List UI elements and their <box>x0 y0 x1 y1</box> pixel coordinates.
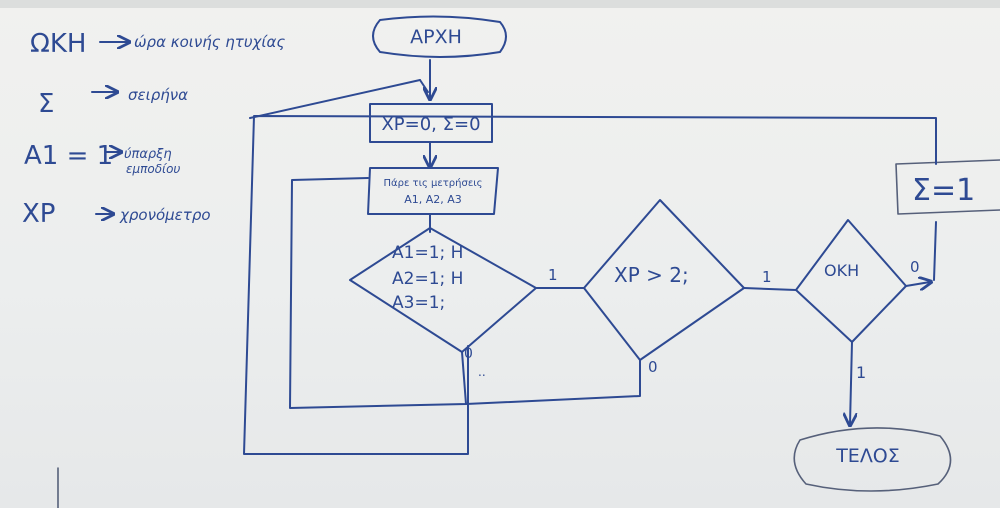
flow-loop-return-top <box>249 79 421 119</box>
assign-process-box <box>895 159 1000 215</box>
flow-arrow-d3-end <box>850 341 852 424</box>
d1-yes-label: 1 <box>548 266 558 284</box>
legend-sigma-symbol: Σ <box>38 89 54 119</box>
d3-no-label: 0 <box>910 258 920 276</box>
end-label: ΤΕΛΟΣ <box>835 445 900 467</box>
read-process-box <box>367 167 499 215</box>
flow-line-d3-to-assign <box>933 221 937 281</box>
decision1-line3: Α3=1; <box>392 293 445 313</box>
flow-loop-arrowhead <box>419 79 429 93</box>
read-label-line2: Α1, Α2, Α3 <box>404 193 462 206</box>
flow-loop-assign-back <box>243 115 937 455</box>
d3-yes-label: 1 <box>856 363 866 382</box>
legend-a1-meaning-2: εμποδίου <box>126 162 180 176</box>
start-label: ΑΡΧΗ <box>410 26 462 48</box>
legend-okh-symbol: ΩΚΗ <box>30 29 86 59</box>
d2-no-label: 0 <box>648 358 658 376</box>
flow-arrow-d3-no <box>905 282 930 286</box>
decision-okh <box>795 219 907 343</box>
decision2-label: ΧΡ > 2; <box>614 263 689 287</box>
flow-loop-d1-no <box>289 177 467 409</box>
assign-label: Σ=1 <box>912 173 975 208</box>
legend-sigma-meaning: σειρήνα <box>128 86 188 104</box>
d2-yes-label: 1 <box>762 268 772 286</box>
legend-a1-symbol: Α1 = 1 <box>24 141 113 171</box>
legend-okh-meaning: ώρα κοινής ητυχίας <box>134 33 285 51</box>
decision1-line1: Α1=1; Η <box>392 243 463 263</box>
legend-xp-symbol: ΧΡ <box>22 199 56 229</box>
whiteboard-frame <box>0 0 1000 8</box>
d1-dots: .. <box>478 365 486 379</box>
legend-xp-meaning: χρονόμετρο <box>119 206 211 224</box>
legend-a1-meaning-1: ύπαρξη <box>124 147 172 162</box>
decision1-line2: Α2=1; Η <box>392 269 463 289</box>
flow-line-d2-yes <box>743 287 797 291</box>
start-terminal <box>372 15 507 58</box>
read-label-line1: Πάρε τις μετρήσεις <box>384 177 483 189</box>
flow-line-d2-no <box>465 359 641 405</box>
d1-no-label: 0 <box>464 346 473 362</box>
init-label: ΧΡ=0, Σ=0 <box>381 114 480 135</box>
end-terminal <box>793 427 952 492</box>
decision3-label: ΟΚΗ <box>824 261 859 280</box>
